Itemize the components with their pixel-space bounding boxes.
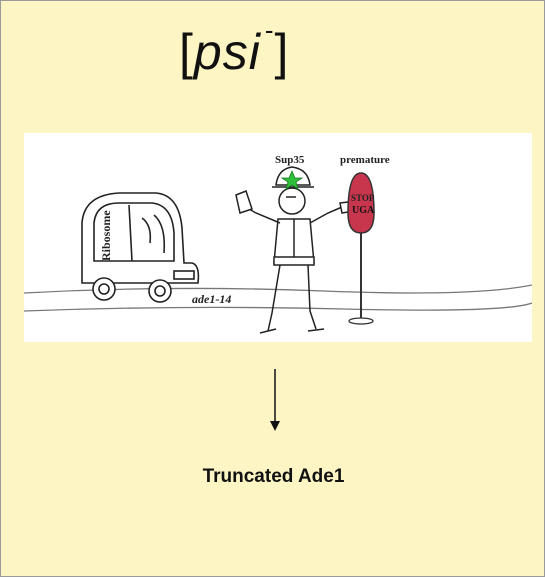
premature-label: premature (340, 154, 390, 166)
ribosome-car-icon (81, 192, 200, 303)
sup35-label: Sup35 (275, 154, 305, 166)
title: [psi-] (179, 15, 289, 81)
sup35-officer-icon (235, 166, 357, 334)
road-line-bottom (24, 302, 532, 312)
ribosome-label: Ribosome (99, 210, 113, 261)
title-superscript: - (264, 15, 275, 45)
stop-text: STOP (351, 193, 375, 203)
title-psi-text: psi (193, 24, 261, 80)
title-bracket-psi: [psi (179, 24, 261, 80)
star-icon (280, 169, 304, 190)
title-close-bracket: ] (274, 24, 290, 80)
down-arrow-icon (267, 369, 283, 438)
cartoon-panel: Ribosome ade1-14 Sup35 (24, 133, 532, 342)
result-label: Truncated Ade1 (202, 466, 345, 487)
cartoon-illustration: Ribosome ade1-14 Sup35 (24, 154, 532, 334)
stop-sign-icon (347, 172, 375, 325)
ade1-14-label: ade1-14 (192, 292, 231, 306)
uga-text: UGA (352, 205, 375, 216)
